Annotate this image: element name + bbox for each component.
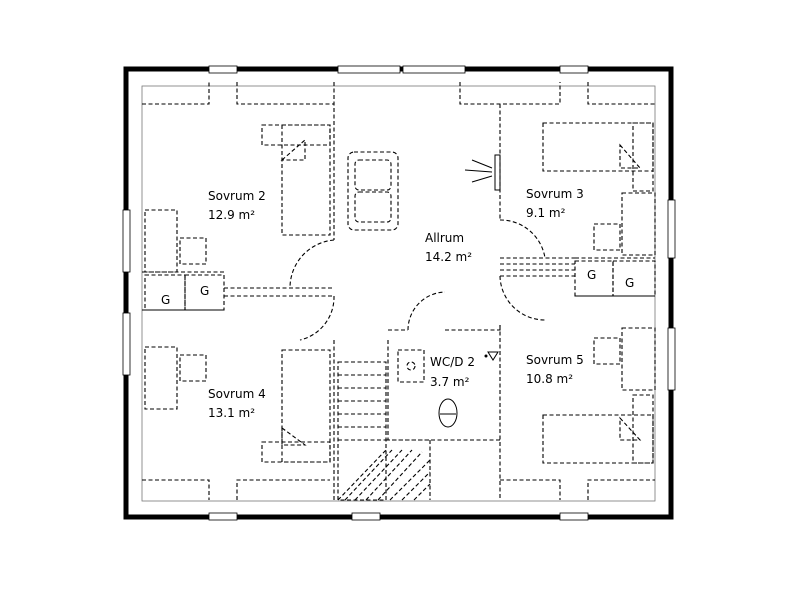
sofa	[347, 151, 399, 231]
room-name-wcd2: WC/D 2	[430, 355, 475, 369]
room-name-sovrum5: Sovrum 5	[526, 353, 584, 367]
room-area-sovrum3: 9.1 m²	[526, 206, 566, 220]
room-name-sovrum4: Sovrum 4	[208, 387, 266, 401]
room-name-allrum: Allrum	[425, 231, 464, 245]
room-name-sovrum3: Sovrum 3	[526, 187, 584, 201]
room-area-allrum: 14.2 m²	[425, 250, 472, 264]
staircase	[337, 361, 431, 501]
toilet-icon	[438, 398, 458, 428]
room-area-sovrum4: 13.1 m²	[208, 406, 255, 420]
furniture-sovrum4	[144, 346, 331, 463]
furniture-sovrum5	[542, 327, 656, 464]
storage-label-1: G	[161, 293, 170, 307]
windows	[122, 65, 676, 521]
room-area-wcd2: 3.7 m²	[430, 375, 470, 389]
knee-walls	[142, 82, 655, 500]
wc-fixtures	[397, 349, 499, 428]
furniture-sovrum3	[542, 122, 656, 256]
storage-closets: G G G G	[144, 260, 656, 311]
drain-icon	[487, 351, 499, 361]
storage-label-4: G	[625, 276, 634, 290]
door-swings	[289, 219, 546, 341]
storage-label-3: G	[587, 268, 596, 282]
room-area-sovrum2: 12.9 m²	[208, 208, 255, 222]
room-labels: Sovrum 2 12.9 m² Sovrum 3 9.1 m² Allrum …	[208, 187, 584, 420]
room-area-sovrum5: 10.8 m²	[526, 372, 573, 386]
light-icon	[464, 154, 501, 191]
interior-walls	[142, 82, 655, 500]
room-name-sovrum2: Sovrum 2	[208, 189, 266, 203]
storage-label-2: G	[200, 284, 209, 298]
furniture-sovrum2	[144, 124, 331, 273]
